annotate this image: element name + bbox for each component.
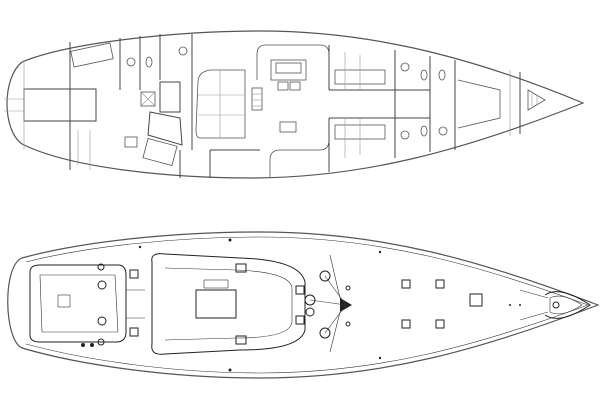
foredeck bbox=[401, 279, 591, 329]
deck-hull-outline bbox=[7, 231, 600, 379]
hatch bbox=[435, 319, 445, 329]
vberth bbox=[457, 79, 501, 129]
winch-icon bbox=[304, 294, 316, 306]
stanchions bbox=[138, 238, 382, 372]
toilet-icon bbox=[438, 69, 446, 81]
aft-cabin bbox=[4, 42, 114, 170]
saloon bbox=[191, 34, 330, 178]
hatch bbox=[401, 319, 411, 329]
windlass bbox=[552, 301, 560, 309]
forward-hatch bbox=[469, 293, 483, 307]
hatch bbox=[435, 279, 445, 289]
sink-icon bbox=[400, 62, 410, 72]
sink-icon bbox=[438, 126, 448, 136]
binnacle bbox=[57, 294, 71, 308]
forward-cabins bbox=[328, 45, 546, 172]
toilet-icon bbox=[420, 69, 428, 81]
sink-icon bbox=[126, 57, 136, 67]
winch-icon bbox=[319, 270, 331, 282]
cockpit bbox=[29, 263, 145, 347]
toilet-icon bbox=[145, 56, 153, 68]
toilet-icon bbox=[420, 125, 428, 137]
winch-icon bbox=[97, 316, 107, 326]
saloon-table bbox=[195, 69, 246, 139]
sink-icon bbox=[400, 130, 410, 140]
deck-layout-plan bbox=[7, 231, 600, 379]
winch-icon bbox=[305, 307, 315, 317]
nav-seat bbox=[279, 121, 297, 133]
winch-icon bbox=[97, 338, 105, 346]
saloon-hatch bbox=[195, 289, 237, 319]
sink-icon bbox=[178, 46, 188, 56]
coachroof bbox=[151, 253, 306, 355]
companionway-steps bbox=[251, 87, 263, 111]
winch-icon bbox=[319, 327, 331, 339]
mast-area bbox=[304, 254, 352, 353]
galley bbox=[124, 111, 211, 178]
aft-heads bbox=[119, 34, 188, 113]
stove bbox=[124, 136, 138, 148]
interior-layout-plan bbox=[4, 30, 585, 179]
galley-counter bbox=[142, 137, 178, 167]
winch-icon bbox=[97, 263, 105, 271]
winch-icon bbox=[97, 280, 107, 290]
hatch bbox=[401, 279, 411, 289]
bow-pulpit bbox=[544, 291, 591, 319]
